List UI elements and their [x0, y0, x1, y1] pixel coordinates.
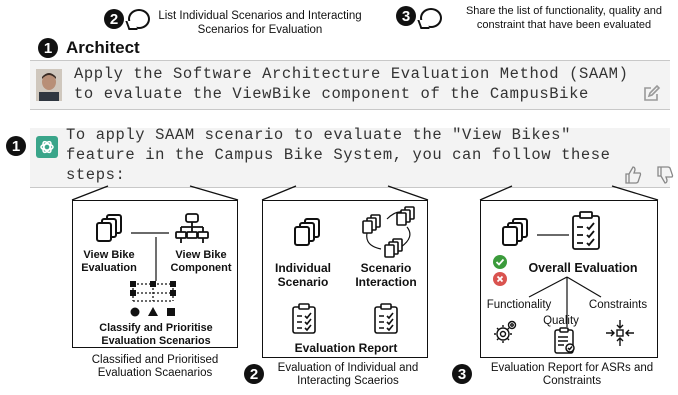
documents-icon: [96, 214, 122, 242]
classify-label: Classify and Prioritise Evaluation Scena…: [99, 322, 213, 347]
response-line-2: feature in the Campus Bike System, you c…: [66, 146, 611, 164]
step-3-text: Share the list of functionality, quality…: [465, 5, 663, 31]
scenario-interaction-label: Scenario Interaction: [355, 261, 417, 289]
panel-3-caption-badge: 3: [452, 364, 472, 384]
panel-classify: View Bike Evaluation View Bike Component…: [72, 200, 238, 348]
component-tree-icon: [175, 213, 209, 243]
thumbs-down-icon[interactable]: [656, 166, 674, 189]
chatgpt-logo-icon: [36, 136, 58, 158]
prompt-line-2: to evaluate the ViewBike component of th…: [74, 85, 589, 103]
step-2-text: List Individual Scenarios and Interactin…: [158, 10, 362, 36]
check-circle-icon: [493, 255, 507, 269]
panel-2-caption: Evaluation of Individual and Interacting…: [277, 362, 419, 387]
clipboard-icon: [572, 211, 600, 250]
classify-hierarchy-icon: [130, 281, 176, 317]
step-3-badge: 3: [396, 6, 416, 26]
divider-line: [155, 237, 157, 281]
prompt-line-1: Apply the Software Architecture Evaluati…: [74, 65, 629, 83]
quality-label: Quality: [543, 315, 579, 327]
branch-lines: [528, 276, 602, 327]
response-line-3: steps:: [66, 166, 126, 184]
view-bike-evaluation-label: View Bike Evaluation: [81, 249, 137, 274]
panel-report: Overall Evaluation Functionality Constra…: [480, 200, 658, 358]
view-bike-component-label: View Bike Component: [170, 249, 232, 274]
panel-3-caption: Evaluation Report for ASRs and Constrain…: [490, 362, 654, 387]
documents-icon: [502, 218, 528, 246]
evaluation-report-label: Evaluation Report: [294, 341, 398, 355]
clipboard-icon: [374, 303, 398, 334]
constraints-label: Constraints: [588, 299, 648, 311]
documents-icon: [294, 218, 320, 246]
response-step-badge: 1: [6, 136, 26, 156]
avatar: [36, 69, 62, 101]
connector-line: [537, 234, 569, 236]
prompt-box: Apply the Software Architecture Evaluati…: [30, 60, 670, 110]
chat-bubble-icon: [128, 9, 150, 29]
clipboard-icon: [292, 303, 316, 334]
connector-line: [131, 232, 169, 234]
quality-clipboard-icon: [554, 327, 575, 354]
architect-step-badge: 1: [38, 38, 58, 58]
functionality-label: Functionality: [486, 299, 552, 311]
interacting-documents-icon: [362, 206, 415, 258]
thumbs-up-icon[interactable]: [624, 166, 642, 189]
panel-1-caption: Classified and Prioritised Evaluation Sc…: [91, 354, 219, 379]
cross-circle-icon: [493, 272, 507, 286]
response-line-1: To apply SAAM scenario to evaluate the "…: [66, 126, 571, 144]
architect-title: Architect: [66, 38, 140, 57]
panel-2-caption-badge: 2: [244, 364, 264, 384]
step-2-badge: 2: [104, 9, 124, 29]
panel-evaluation: Individual Scenario Scenario Interaction…: [262, 200, 428, 358]
gears-icon: [494, 320, 517, 343]
constraints-arrows-icon: [606, 320, 634, 346]
overall-evaluation-label: Overall Evaluation: [528, 261, 638, 275]
chat-bubble-icon: [420, 8, 442, 28]
edit-icon[interactable]: [642, 84, 661, 108]
individual-scenario-label: Individual Scenario: [274, 261, 331, 289]
response-box: To apply SAAM scenario to evaluate the "…: [30, 126, 674, 189]
